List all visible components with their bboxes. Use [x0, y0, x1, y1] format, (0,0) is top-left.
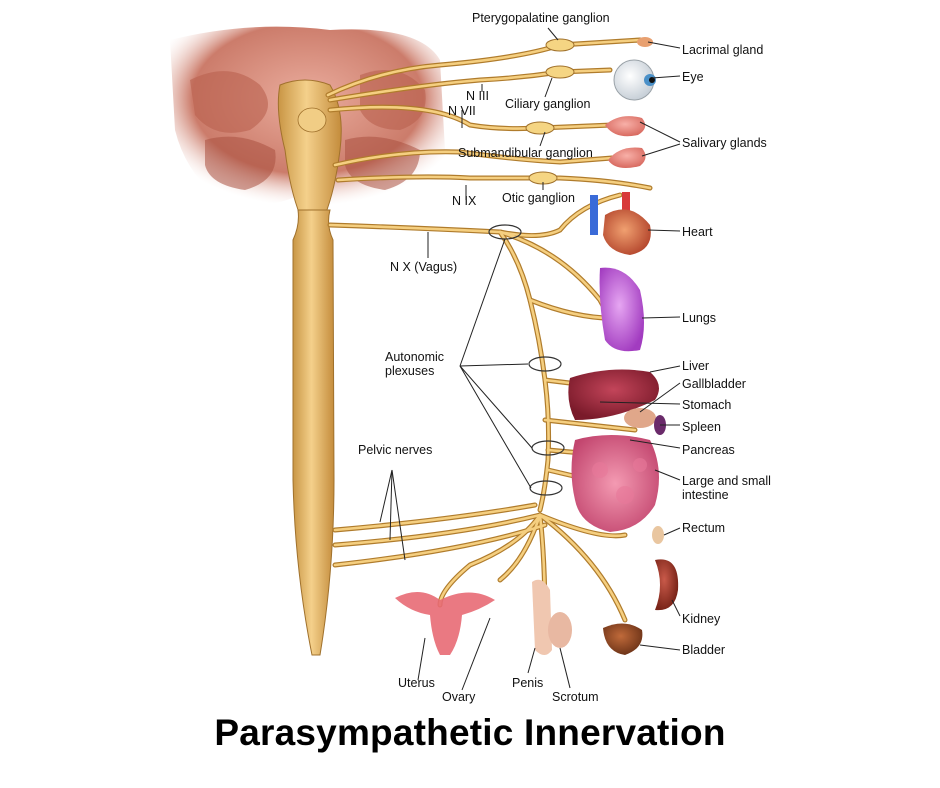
lungs-illustration	[599, 267, 644, 352]
liver-illustration	[568, 369, 659, 428]
label-salivary-glands: Salivary glands	[682, 136, 767, 150]
lacrimal-gland	[637, 37, 653, 47]
label-ciliary-ganglion: Ciliary ganglion	[505, 97, 591, 111]
label-rectum: Rectum	[682, 521, 726, 535]
label-vagus: N X (Vagus)	[390, 260, 458, 274]
label-submandibular-ganglion: Submandibular ganglion	[458, 146, 593, 160]
label-penis: Penis	[512, 676, 544, 690]
bladder-illustration	[603, 623, 643, 655]
label-eye: Eye	[682, 70, 704, 84]
eye-illustration	[613, 59, 656, 101]
label-n-vii: N VII	[448, 104, 476, 118]
intestine-illustration	[571, 435, 659, 532]
label-lacrimal-gland: Lacrimal gland	[682, 43, 764, 57]
heart-illustration	[590, 192, 651, 255]
spinal-cord	[292, 209, 335, 656]
ganglia	[525, 38, 575, 185]
label-pelvic-nerves: Pelvic nerves	[358, 443, 433, 457]
kidney-illustration	[655, 559, 679, 611]
label-n-ix: N IX	[452, 194, 477, 208]
page-title: Parasympathetic Innervation	[214, 712, 726, 753]
male-organ-illustration	[532, 579, 572, 655]
brain-illustration	[170, 26, 445, 216]
label-ovary: Ovary	[442, 690, 476, 704]
label-pancreas: Pancreas	[682, 443, 735, 457]
label-n-iii: N III	[466, 89, 489, 103]
label-stomach: Stomach	[682, 398, 732, 412]
plexus-rings	[488, 224, 565, 496]
label-heart: Heart	[682, 225, 713, 239]
label-intestine: Large and small intestine	[682, 474, 771, 502]
label-autonomic-plexuses: Autonomic plexuses	[385, 350, 445, 378]
label-scrotum: Scrotum	[552, 690, 599, 704]
label-gallbladder: Gallbladder	[682, 377, 746, 391]
label-spleen: Spleen	[682, 420, 721, 434]
label-lungs: Lungs	[682, 311, 717, 325]
label-otic-ganglion: Otic ganglion	[502, 191, 575, 205]
salivary-glands-illustration	[605, 116, 646, 168]
label-bladder: Bladder	[682, 643, 726, 657]
label-liver: Liver	[682, 359, 710, 373]
rectum-illustration	[652, 526, 664, 544]
leader-lines	[379, 27, 681, 691]
uterus-illustration	[395, 591, 495, 655]
label-kidney: Kidney	[682, 612, 721, 626]
label-uterus: Uterus	[398, 676, 435, 690]
label-pterygopalatine-ganglion: Pterygopalatine ganglion	[472, 11, 610, 25]
